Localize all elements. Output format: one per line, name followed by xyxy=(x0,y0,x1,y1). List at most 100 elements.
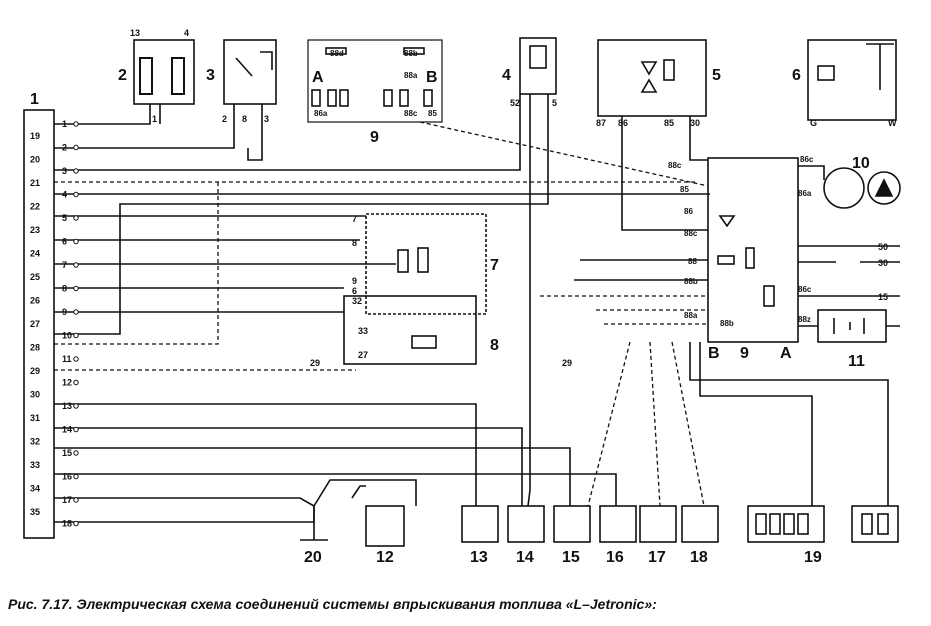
terminal-86: 86 xyxy=(618,118,628,128)
connector-pin-dot xyxy=(73,191,79,198)
injector-18 xyxy=(681,505,719,543)
connector-side-pin-24: 24 xyxy=(30,249,40,259)
component-2-box xyxy=(133,39,195,105)
label-11: 11 xyxy=(848,353,865,370)
relay-pin-86c-b: 86c xyxy=(798,285,812,294)
connector-pin-dot xyxy=(73,450,79,456)
relay-pin-88z: 88z xyxy=(798,315,811,324)
relay-9-top-box xyxy=(307,39,443,123)
relay-pin-88d: 88d xyxy=(330,49,344,58)
connector-side-pin-30: 30 xyxy=(30,390,40,400)
terminal-52: 52 xyxy=(510,98,520,108)
relay-pin-85: 85 xyxy=(680,185,689,194)
relay-pin-88c-top: 88c xyxy=(404,109,418,118)
connector-pins: 1234567891011121314151617181920212223242… xyxy=(30,119,79,529)
connector-side-pin-33: 33 xyxy=(30,460,40,470)
relay-letter-a: A xyxy=(780,345,792,362)
connector-pin-18: 18 xyxy=(62,519,72,529)
label-8: 8 xyxy=(490,337,499,354)
connector-pin-8: 8 xyxy=(62,284,67,294)
relay-pin-85-top: 85 xyxy=(428,109,437,118)
label-14: 14 xyxy=(516,549,534,566)
relay-pin-88: 88 xyxy=(688,257,697,266)
connector-pin-5: 5 xyxy=(62,213,67,223)
injector-15 xyxy=(553,505,591,543)
connector-pin-17: 17 xyxy=(62,495,72,505)
terminal-33: 33 xyxy=(358,326,368,336)
injector-14 xyxy=(507,505,545,543)
connector-pin-10: 10 xyxy=(62,331,72,341)
label-18: 18 xyxy=(690,549,708,566)
connector-side-pin-28: 28 xyxy=(30,343,40,353)
relay-pin-86a-side: 86a xyxy=(798,189,812,198)
label-7: 7 xyxy=(490,257,499,274)
terminal-30: 30 xyxy=(690,118,700,128)
terminal-30b: 30 xyxy=(878,258,888,268)
terminal-32: 32 xyxy=(352,296,362,306)
component-5-box xyxy=(597,39,707,117)
terminal-13: 13 xyxy=(130,28,140,38)
terminal-G: G xyxy=(810,118,817,128)
injector-17 xyxy=(639,505,677,543)
connector-side-pin-25: 25 xyxy=(30,272,40,282)
label-13: 13 xyxy=(470,549,488,566)
label-9: 9 xyxy=(740,345,749,362)
connector-side-pin-34: 34 xyxy=(30,484,40,494)
label-16: 16 xyxy=(606,549,624,566)
component-4-box xyxy=(519,37,557,95)
terminal-9: 9 xyxy=(352,276,357,286)
terminal-2: 2 xyxy=(222,114,227,124)
relay-letter-b: B xyxy=(708,345,720,362)
battery-11 xyxy=(817,309,887,343)
relay-letter-a-top: A xyxy=(312,69,324,86)
connector-pin-7: 7 xyxy=(62,260,67,270)
terminal-7: 7 xyxy=(352,214,357,224)
terminal-85: 85 xyxy=(664,118,674,128)
label-15: 15 xyxy=(562,549,580,566)
connector-pin-dot xyxy=(73,238,79,245)
label-12: 12 xyxy=(376,549,394,566)
connector-side-pin-23: 23 xyxy=(30,225,40,235)
resistor-block-19b xyxy=(851,505,899,543)
relay-pin-86: 86 xyxy=(684,207,693,216)
terminal-8b: 8 xyxy=(352,238,357,248)
injector-13 xyxy=(461,505,499,543)
label-6: 6 xyxy=(792,67,801,84)
connector-pin-6: 6 xyxy=(62,237,67,247)
component-3-box xyxy=(223,39,277,105)
relay-pin-88c-a: 88c xyxy=(668,161,682,170)
relay-pin-88a: 88a xyxy=(404,71,418,80)
connector-pin-2: 2 xyxy=(62,143,67,153)
label-5: 5 xyxy=(712,67,721,84)
connector-side-pin-32: 32 xyxy=(30,437,40,447)
relay-9-box xyxy=(707,157,799,343)
connector-side-pin-27: 27 xyxy=(30,319,40,329)
label-2: 2 xyxy=(118,67,127,84)
terminal-6: 6 xyxy=(352,286,357,296)
terminal-5: 5 xyxy=(552,98,557,108)
connector-pin-14: 14 xyxy=(62,425,72,435)
connector-pin-9: 9 xyxy=(62,307,67,317)
connector-pin-dot xyxy=(73,403,79,409)
connector-side-pin-29: 29 xyxy=(30,366,40,376)
terminal-W: W xyxy=(888,118,897,128)
connector-pin-3: 3 xyxy=(62,166,67,176)
label-3: 3 xyxy=(206,67,215,84)
terminal-50: 50 xyxy=(878,242,888,252)
connector-block xyxy=(23,109,55,539)
fuel-pump-motor xyxy=(823,167,865,209)
label-9-top: 9 xyxy=(370,129,379,146)
connector-pin-4: 4 xyxy=(62,190,67,200)
label-20: 20 xyxy=(304,549,322,566)
terminal-1: 1 xyxy=(152,114,157,124)
terminal-29a: 29 xyxy=(310,358,320,368)
resistor-block-19 xyxy=(747,505,825,543)
component-6-box xyxy=(807,39,897,121)
connector-pin-dot xyxy=(73,121,79,127)
terminal-29b: 29 xyxy=(562,358,572,368)
terminal-4: 4 xyxy=(184,28,189,38)
label-19: 19 xyxy=(804,549,822,566)
connector-side-pin-35: 35 xyxy=(30,507,40,517)
connector-side-pin-20: 20 xyxy=(30,155,40,165)
injector-16 xyxy=(599,505,637,543)
